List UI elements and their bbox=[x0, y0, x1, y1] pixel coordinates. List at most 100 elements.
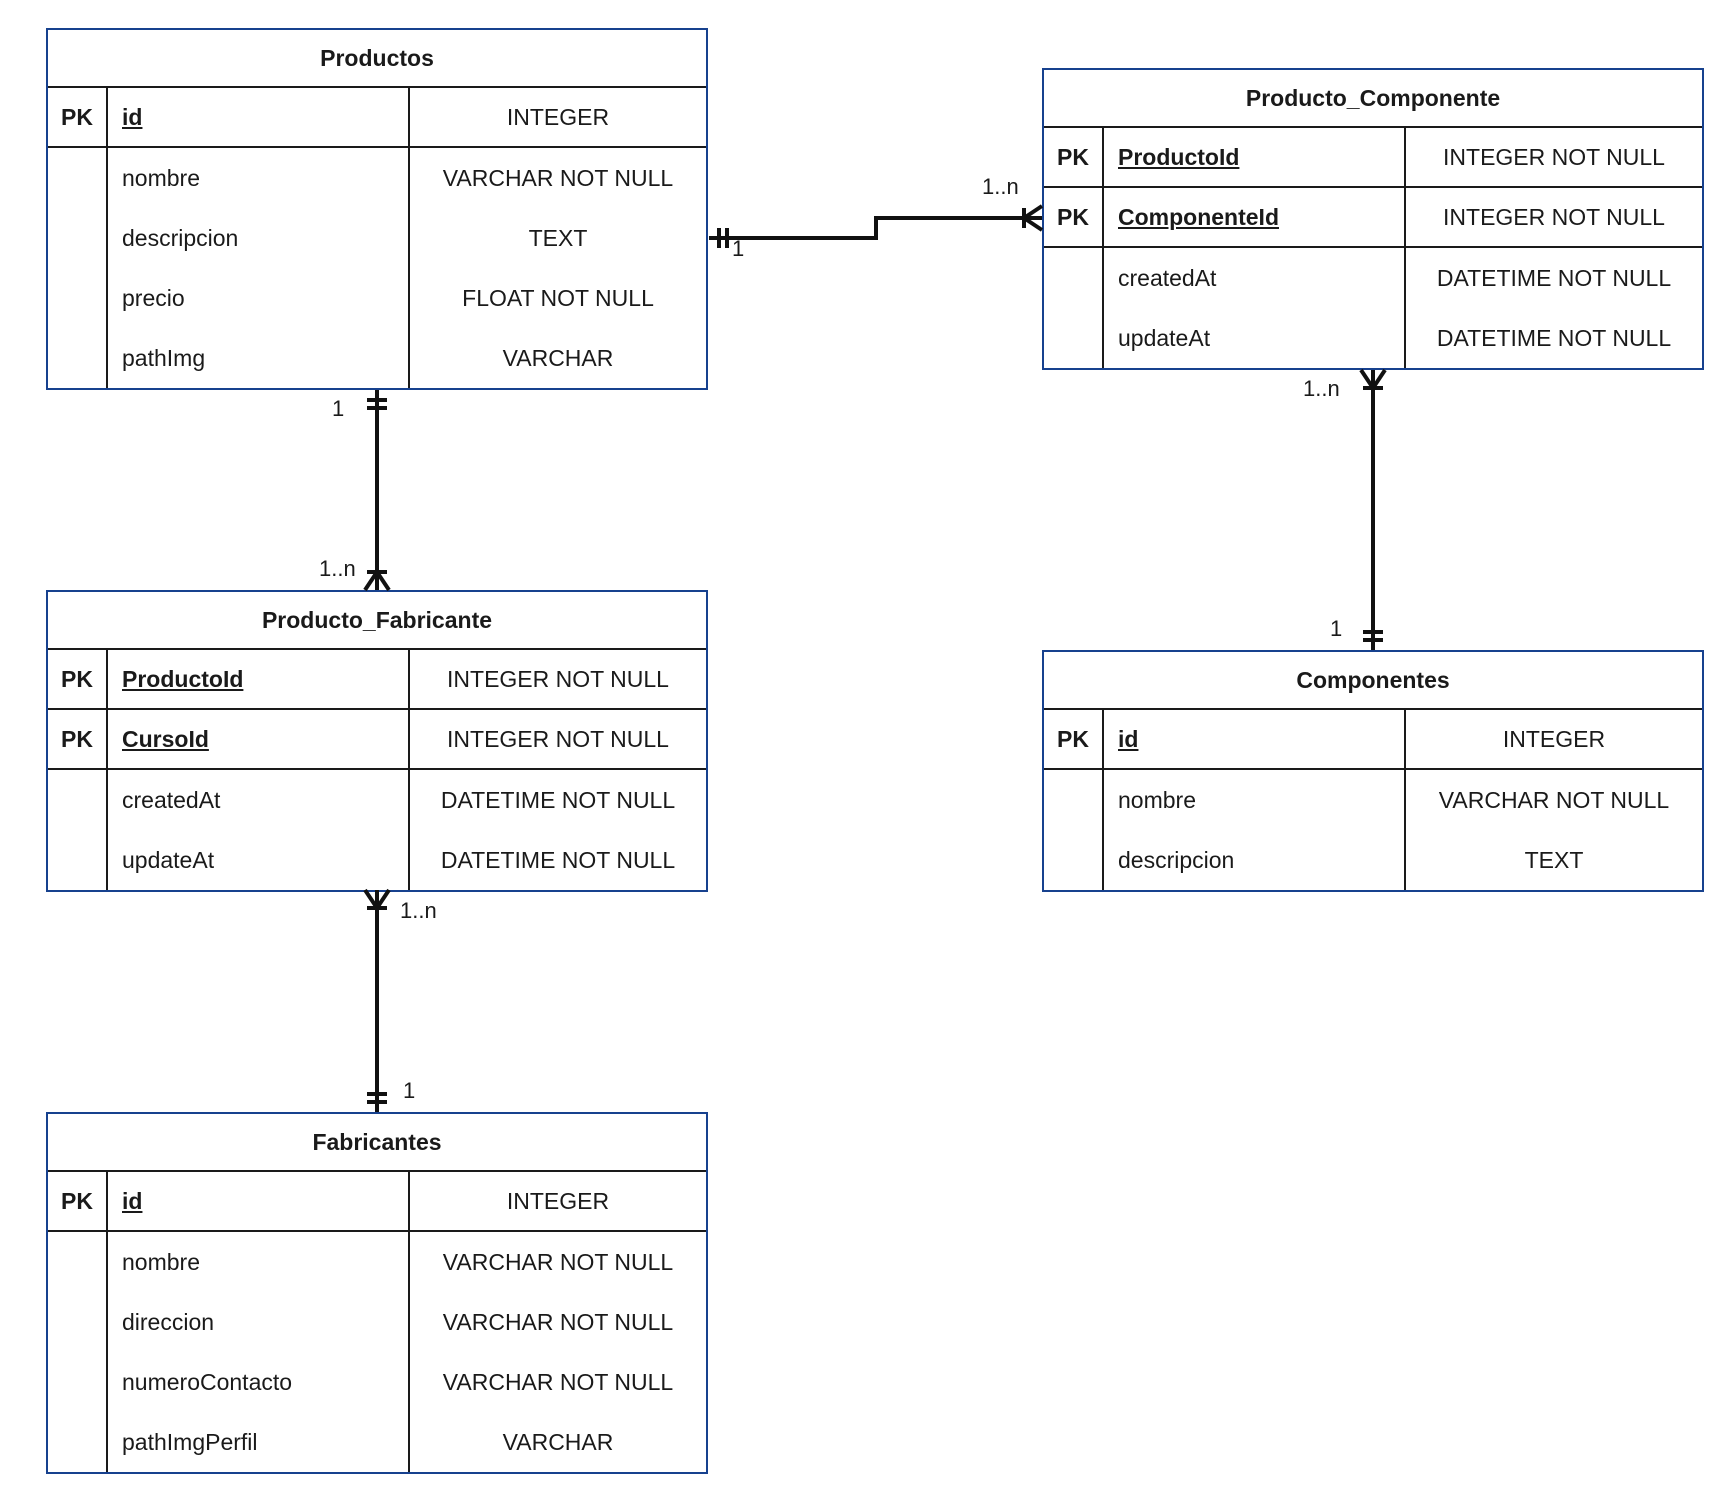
key-row: PK ProductoId INTEGER NOT NULL bbox=[1044, 128, 1702, 188]
field-name: descripcion bbox=[1104, 830, 1406, 890]
key-marker bbox=[48, 1352, 108, 1412]
field-row: nombre VARCHAR NOT NULL bbox=[1044, 770, 1702, 830]
entity-fabricantes[interactable]: Fabricantes PK id INTEGER nombre VARCHAR… bbox=[46, 1112, 708, 1474]
field-type: INTEGER NOT NULL bbox=[1443, 203, 1665, 230]
field-type: DATETIME NOT NULL bbox=[1436, 324, 1672, 351]
field-name: CursoId bbox=[108, 710, 410, 768]
field-name: nombre bbox=[108, 148, 410, 208]
key-marker: PK bbox=[48, 710, 108, 768]
field-row: nombre VARCHAR NOT NULL bbox=[48, 148, 706, 208]
field-name: createdAt bbox=[108, 770, 410, 830]
field-name: ProductoId bbox=[108, 650, 410, 708]
key-marker bbox=[1044, 308, 1104, 368]
key-row: PK id INTEGER bbox=[48, 88, 706, 148]
field-name: id bbox=[108, 88, 410, 146]
entity-title: Producto_Componente bbox=[1044, 70, 1702, 128]
field-type: VARCHAR NOT NULL bbox=[442, 1368, 674, 1395]
field-name: ComponenteId bbox=[1104, 188, 1406, 246]
field-name: pathImgPerfil bbox=[108, 1412, 410, 1472]
field-type: INTEGER bbox=[1502, 725, 1606, 752]
field-row: updateAt DATETIME NOT NULL bbox=[48, 830, 706, 890]
field-name: nombre bbox=[1104, 770, 1406, 830]
field-type: INTEGER NOT NULL bbox=[447, 665, 669, 692]
entity-title: Fabricantes bbox=[48, 1114, 706, 1172]
cardinality-label: 1 bbox=[732, 236, 745, 261]
field-name: nombre bbox=[108, 1232, 410, 1292]
key-marker: PK bbox=[48, 88, 108, 146]
key-marker bbox=[1044, 248, 1104, 308]
key-marker bbox=[1044, 830, 1104, 890]
key-marker bbox=[48, 1292, 108, 1352]
entity-componentes[interactable]: Componentes PK id INTEGER nombre VARCHAR… bbox=[1042, 650, 1704, 892]
cardinality-label: 1 bbox=[332, 396, 345, 421]
entity-producto-componente[interactable]: Producto_Componente PK ProductoId INTEGE… bbox=[1042, 68, 1704, 370]
cardinality-label: 1..n bbox=[982, 174, 1019, 199]
field-name: updateAt bbox=[108, 830, 410, 890]
field-row: descripcion TEXT bbox=[1044, 830, 1702, 890]
field-type: DATETIME NOT NULL bbox=[440, 846, 676, 873]
cardinality-label: 1..n bbox=[319, 556, 356, 581]
key-marker: PK bbox=[1044, 188, 1104, 246]
field-type: FLOAT NOT NULL bbox=[462, 284, 654, 311]
key-marker bbox=[48, 770, 108, 830]
field-type: DATETIME NOT NULL bbox=[440, 786, 676, 813]
field-type: INTEGER NOT NULL bbox=[447, 725, 669, 752]
key-marker bbox=[48, 1412, 108, 1472]
field-type: DATETIME NOT NULL bbox=[1436, 264, 1672, 291]
key-row: PK CursoId INTEGER NOT NULL bbox=[48, 710, 706, 770]
field-name: numeroContacto bbox=[108, 1352, 410, 1412]
field-type: VARCHAR NOT NULL bbox=[1438, 786, 1670, 813]
key-marker bbox=[48, 268, 108, 328]
field-type: TEXT bbox=[1524, 846, 1584, 873]
field-row: pathImgPerfil VARCHAR bbox=[48, 1412, 706, 1472]
key-marker: PK bbox=[1044, 710, 1104, 768]
field-type: VARCHAR bbox=[502, 1428, 614, 1455]
key-row: PK id INTEGER bbox=[1044, 710, 1702, 770]
field-name: id bbox=[108, 1172, 410, 1230]
field-type: INTEGER NOT NULL bbox=[1443, 143, 1665, 170]
field-row: direccion VARCHAR NOT NULL bbox=[48, 1292, 706, 1352]
field-name: createdAt bbox=[1104, 248, 1406, 308]
field-row: createdAt DATETIME NOT NULL bbox=[48, 770, 706, 830]
entity-title: Componentes bbox=[1044, 652, 1702, 710]
entity-title: Productos bbox=[48, 30, 706, 88]
key-marker bbox=[48, 1232, 108, 1292]
field-row: numeroContacto VARCHAR NOT NULL bbox=[48, 1352, 706, 1412]
entity-title: Producto_Fabricante bbox=[48, 592, 706, 650]
field-name: pathImg bbox=[108, 328, 410, 388]
cardinality-label: 1 bbox=[1330, 616, 1343, 641]
field-row: precio FLOAT NOT NULL bbox=[48, 268, 706, 328]
field-row: descripcion TEXT bbox=[48, 208, 706, 268]
field-name: precio bbox=[108, 268, 410, 328]
field-type: VARCHAR NOT NULL bbox=[442, 1308, 674, 1335]
field-row: pathImg VARCHAR bbox=[48, 328, 706, 388]
key-marker bbox=[48, 208, 108, 268]
key-row: PK ProductoId INTEGER NOT NULL bbox=[48, 650, 706, 710]
field-row: createdAt DATETIME NOT NULL bbox=[1044, 248, 1702, 308]
entity-producto-fabricante[interactable]: Producto_Fabricante PK ProductoId INTEGE… bbox=[46, 590, 708, 892]
cardinality-label: 1..n bbox=[400, 898, 437, 923]
relationship-line-productos-producto-componente bbox=[709, 216, 1042, 240]
field-type: VARCHAR NOT NULL bbox=[442, 164, 674, 191]
field-name: ProductoId bbox=[1104, 128, 1406, 186]
key-marker: PK bbox=[1044, 128, 1104, 186]
field-name: direccion bbox=[108, 1292, 410, 1352]
key-marker bbox=[48, 328, 108, 388]
field-type: INTEGER bbox=[506, 1187, 610, 1214]
key-marker: PK bbox=[48, 650, 108, 708]
field-type: INTEGER bbox=[506, 103, 610, 130]
key-marker bbox=[48, 148, 108, 208]
key-row: PK ComponenteId INTEGER NOT NULL bbox=[1044, 188, 1702, 248]
cardinality-label: 1 bbox=[403, 1078, 416, 1103]
field-type: TEXT bbox=[528, 224, 588, 251]
cardinality-label: 1..n bbox=[1303, 376, 1340, 401]
entity-productos[interactable]: Productos PK id INTEGER nombre VARCHAR N… bbox=[46, 28, 708, 390]
field-type: VARCHAR NOT NULL bbox=[442, 1248, 674, 1275]
key-marker bbox=[1044, 770, 1104, 830]
key-marker bbox=[48, 830, 108, 890]
field-row: updateAt DATETIME NOT NULL bbox=[1044, 308, 1702, 368]
field-name: descripcion bbox=[108, 208, 410, 268]
key-row: PK id INTEGER bbox=[48, 1172, 706, 1232]
